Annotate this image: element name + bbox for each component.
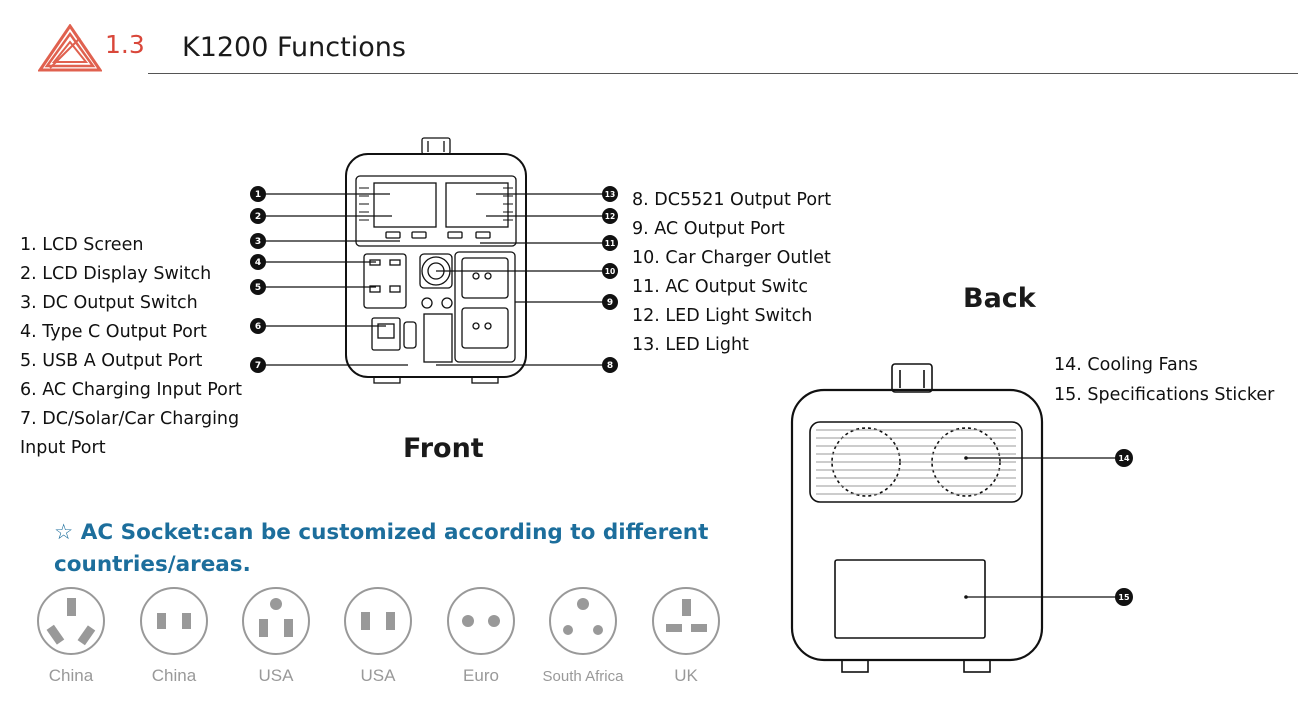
front-device-diagram: 1 2 3 4 5 6 7 8 9 10 11 12 13 — [250, 137, 618, 384]
china-3pin-socket-icon — [37, 587, 105, 655]
callout-2: 2 — [255, 212, 261, 222]
socket-caption: Euro — [463, 666, 499, 685]
callout-12: 12 — [605, 212, 615, 221]
front-label: Front — [403, 433, 484, 464]
socket-note: ☆ AC Socket:can be customized according … — [54, 520, 709, 577]
socket-usa-3pin: USA — [241, 586, 311, 686]
feature-item: 8. DC5521 Output Port — [632, 190, 832, 210]
socket-china-3pin: China — [36, 586, 106, 686]
socket-usa-2pin: USA — [343, 586, 413, 686]
callout-9: 9 — [607, 298, 613, 308]
callout-5: 5 — [255, 283, 261, 293]
feature-item: 7. DC/Solar/Car Charging — [20, 409, 240, 429]
front-features-right: 8. DC5521 Output Port 9. AC Output Port … — [632, 186, 831, 360]
socket-caption: USA — [258, 666, 294, 685]
feature-item: 4. Type C Output Port — [20, 322, 207, 342]
callout-14: 14 — [1118, 454, 1130, 463]
socket-caption: UK — [674, 666, 698, 685]
usa-3pin-socket-icon — [242, 587, 310, 655]
feature-item: 13. LED Light — [632, 335, 749, 355]
feature-item: 3. DC Output Switch — [20, 293, 198, 313]
callout-13: 13 — [605, 190, 615, 199]
header-divider — [148, 73, 1298, 74]
callout-11: 11 — [605, 239, 615, 248]
back-features: 14. Cooling Fans 15. Specifications Stic… — [1054, 350, 1274, 410]
feature-item: 1. LCD Screen — [20, 235, 144, 255]
feature-item: 9. AC Output Port — [632, 219, 785, 239]
socket-euro: Euro — [446, 586, 516, 686]
euro-socket-icon — [447, 587, 515, 655]
feature-item: Input Port — [20, 438, 106, 458]
callout-6: 6 — [255, 322, 261, 332]
feature-item: 5. USB A Output Port — [20, 351, 203, 371]
callout-3: 3 — [255, 237, 261, 247]
front-features-left: 1. LCD Screen 2. LCD Display Switch 3. D… — [20, 231, 242, 463]
feature-item: 14. Cooling Fans — [1054, 355, 1198, 375]
feature-item: 10. Car Charger Outlet — [632, 248, 831, 268]
feature-item: 15. Specifications Sticker — [1054, 385, 1275, 405]
china-2pin-socket-icon — [140, 587, 208, 655]
usa-2pin-socket-icon — [344, 587, 412, 655]
callout-15: 15 — [1118, 593, 1130, 602]
back-label: Back — [963, 283, 1036, 314]
back-device-diagram: 14 15 — [790, 363, 1133, 673]
page-title: K1200 Functions — [182, 32, 406, 63]
callout-8: 8 — [607, 361, 613, 371]
socket-uk: UK — [651, 586, 721, 686]
socket-caption: South Africa — [542, 668, 624, 685]
section-logo-icon — [38, 24, 102, 72]
callout-1: 1 — [255, 190, 261, 200]
feature-item: 6. AC Charging Input Port — [20, 380, 242, 400]
south-africa-socket-icon — [549, 587, 617, 655]
socket-china-2pin: China — [139, 586, 209, 686]
section-number: 1.3 — [105, 30, 145, 59]
feature-item: 11. AC Output Switc — [632, 277, 808, 297]
callout-7: 7 — [255, 361, 261, 371]
socket-caption: USA — [360, 666, 396, 685]
socket-caption: China — [151, 666, 197, 685]
feature-item: 12. LED Light Switch — [632, 306, 813, 326]
callout-4: 4 — [255, 258, 261, 268]
callout-10: 10 — [605, 267, 615, 276]
feature-item: 2. LCD Display Switch — [20, 264, 212, 284]
socket-south-africa: South Africa — [543, 586, 623, 686]
socket-caption: China — [48, 666, 94, 685]
uk-socket-icon — [652, 587, 720, 655]
